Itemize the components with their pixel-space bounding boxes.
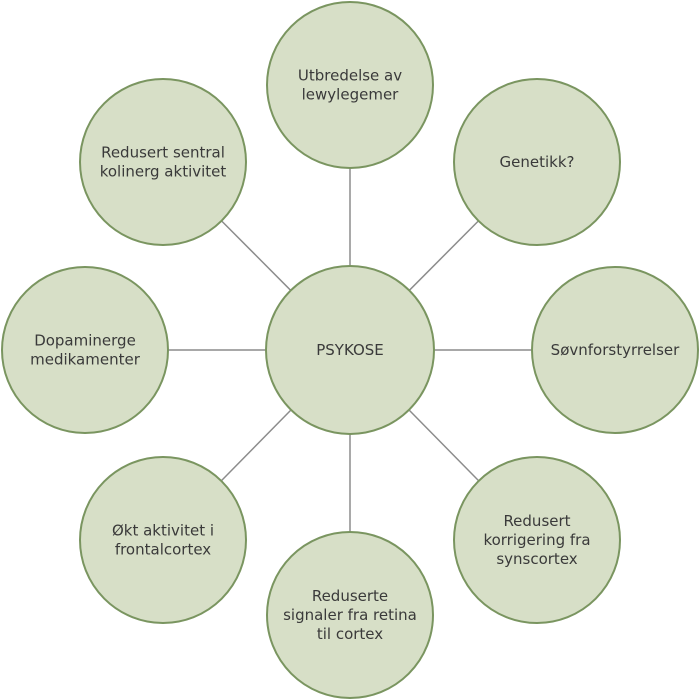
- node-label-top-left-line: kolinerg aktivitet: [100, 162, 227, 180]
- node-label-bottom-left-line: frontalcortex: [115, 540, 211, 558]
- node-label-top-line: lewylegemer: [302, 85, 400, 103]
- node-label-top-right-line: Genetikk?: [500, 153, 575, 171]
- node-circle-bottom-right: [453, 456, 621, 624]
- connector-top-right: [408, 220, 479, 291]
- node-label-bottom-right-line: Redusert: [503, 512, 570, 530]
- node-circle-top-right: [453, 78, 621, 246]
- node-circle-bottom-left: [79, 456, 247, 624]
- node-right: Søvnforstyrrelser: [531, 266, 699, 434]
- node-label-bottom-line: Reduserte: [312, 587, 388, 605]
- node-circle-top: [266, 1, 434, 169]
- node-top-right: Genetikk?: [453, 78, 621, 246]
- node-label-top-left-line: Redusert sentral: [101, 143, 225, 161]
- node-label-bottom-left-line: Økt aktivitet i: [112, 521, 214, 539]
- node-label-bottom-right-line: korrigering fra: [483, 531, 590, 549]
- node-label-bottom-line: signaler fra retina: [283, 606, 417, 624]
- center-label-line: PSYKOSE: [316, 341, 384, 359]
- node-circle-left: [1, 266, 169, 434]
- node-label-left-line: medikamenter: [30, 350, 141, 368]
- center-label: PSYKOSE: [316, 341, 384, 359]
- node-label-bottom-line: til cortex: [317, 625, 383, 643]
- center-circle: [265, 265, 435, 435]
- connector-top-left: [221, 220, 292, 291]
- node-circle-top-left: [79, 78, 247, 246]
- center-node: PSYKOSE: [265, 265, 435, 435]
- connectors: [168, 168, 532, 532]
- node-circle-bottom: [266, 531, 434, 699]
- node-label-bottom-right-line: synscortex: [496, 550, 577, 568]
- node-circle-right: [531, 266, 699, 434]
- connector-bottom-left: [220, 409, 292, 482]
- connector-bottom-right: [408, 409, 480, 482]
- node-label-top-line: Utbredelse av: [298, 66, 402, 84]
- node-label-top-right: Genetikk?: [500, 153, 575, 171]
- node-label-left-line: Dopaminerge: [34, 331, 136, 349]
- node-label-right-line: Søvnforstyrrelser: [551, 341, 680, 359]
- node-label-right: Søvnforstyrrelser: [551, 341, 680, 359]
